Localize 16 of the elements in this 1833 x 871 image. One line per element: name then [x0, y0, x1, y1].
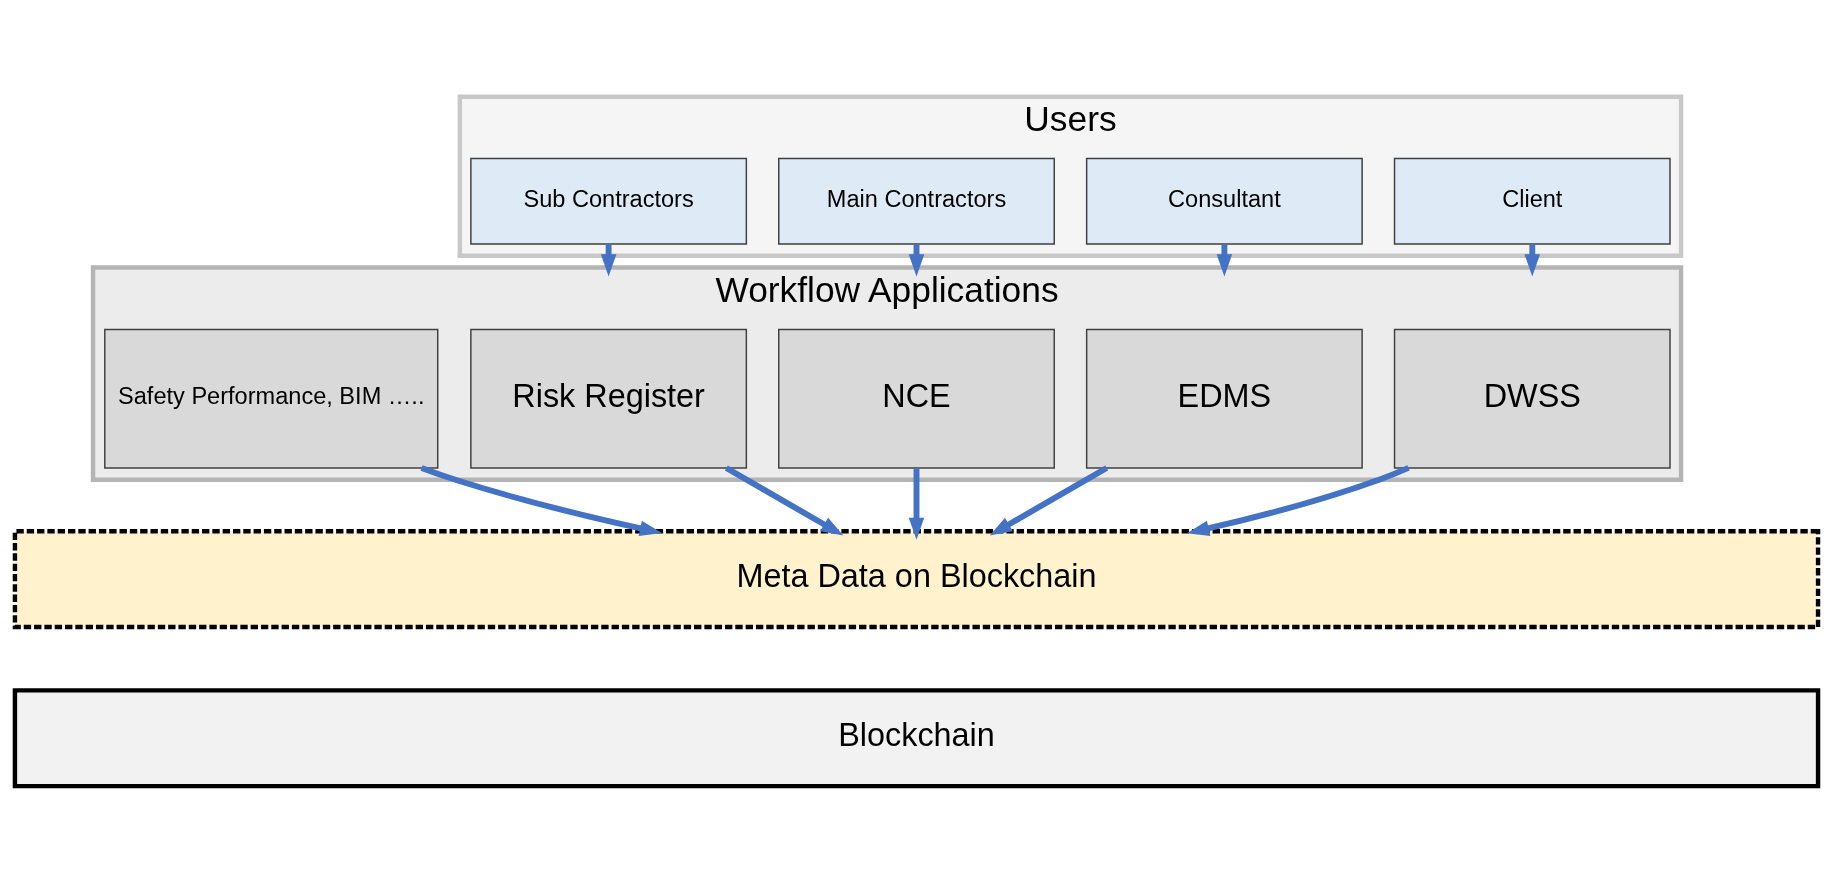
node-box: Risk Register	[470, 328, 748, 469]
node-box: Consultant	[1085, 157, 1363, 245]
node-box: Meta Data on Blockchain	[12, 529, 1821, 630]
arrow	[1187, 465, 1410, 536]
node-box: NCE	[778, 328, 1055, 469]
node-box: EDMS	[1085, 328, 1363, 469]
node-box: DWSS	[1393, 328, 1671, 469]
arrow	[989, 465, 1109, 536]
node-box: Blockchain	[12, 688, 1821, 789]
arrow	[724, 465, 844, 536]
node-box: Sub Contractors	[470, 157, 748, 245]
node-box: Safety Performance, BIM …..	[104, 328, 439, 469]
arrow	[420, 465, 662, 536]
arrow	[908, 468, 925, 540]
node-box: Main Contractors	[778, 157, 1055, 245]
node-box: Client	[1393, 157, 1671, 245]
